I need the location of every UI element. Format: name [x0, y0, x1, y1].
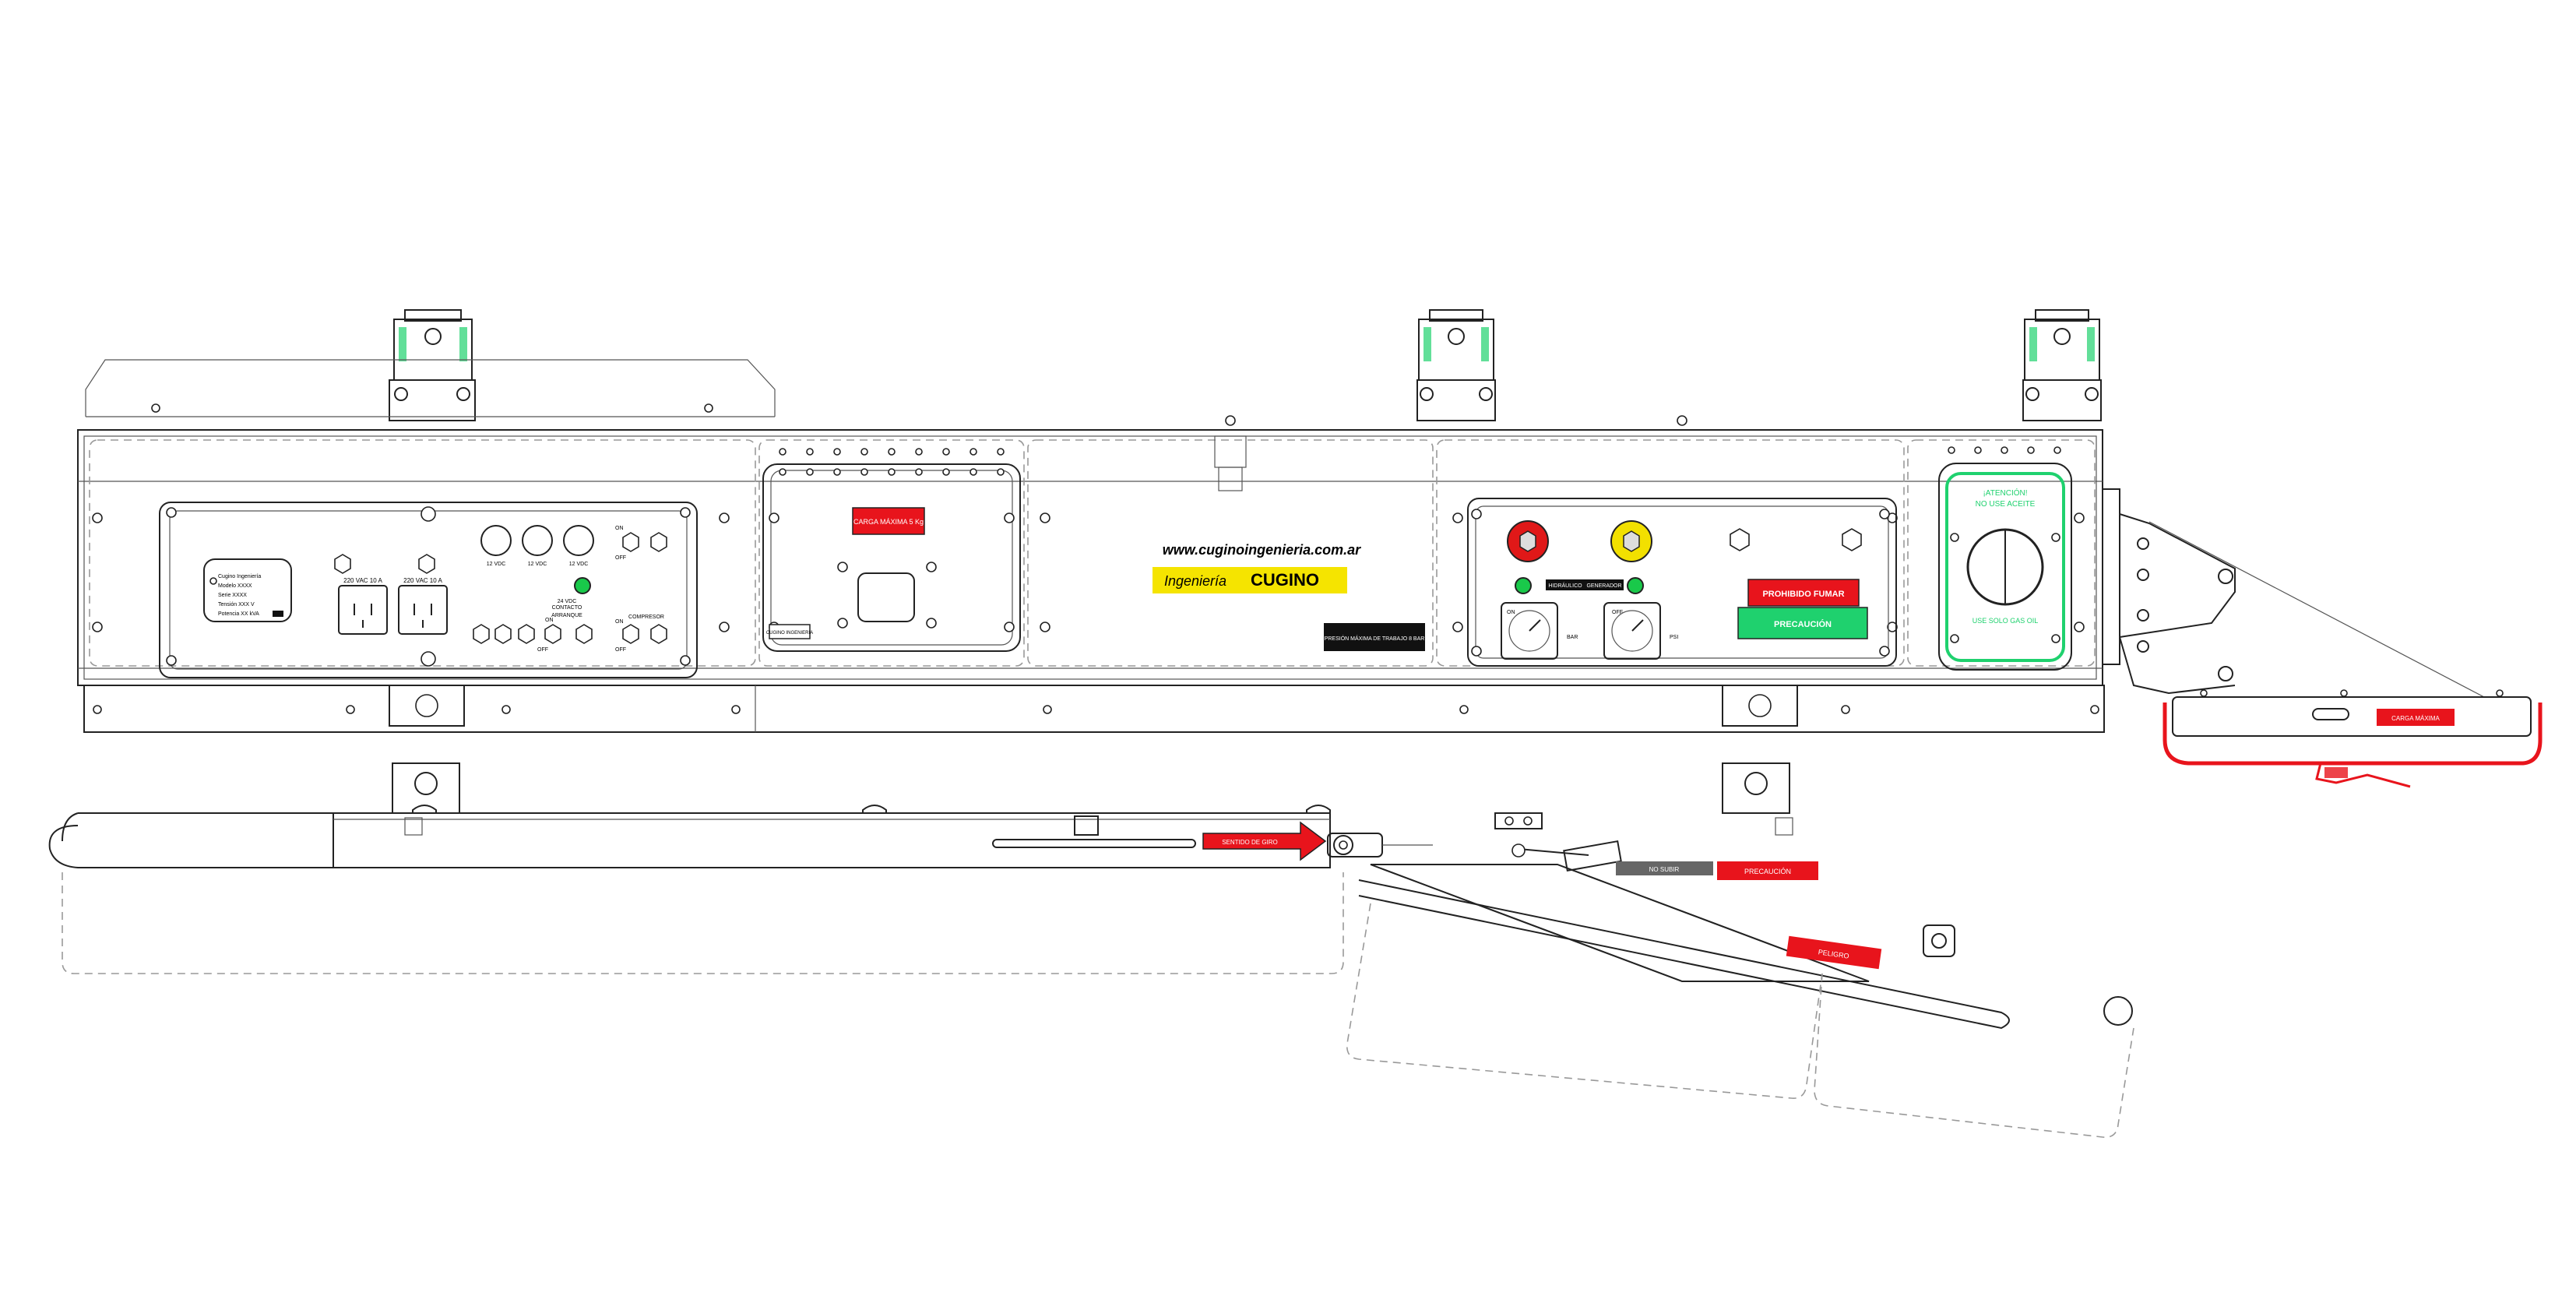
- nameplate-line-3: Serie XXXX: [218, 593, 247, 598]
- switch-label: OFF: [1612, 610, 1623, 615]
- pilot-light-icon: [1627, 577, 1644, 594]
- brand-name: CUGINO: [1251, 570, 1319, 590]
- gauge-label: 12 VDC: [487, 562, 506, 567]
- outlet-socket: 220 VAC 10 A: [398, 577, 448, 635]
- nameplate-line-5: Potencia XX kVA: [218, 611, 259, 617]
- max-load-label: [852, 507, 925, 535]
- caution-text: PRECAUCIÓN: [1774, 619, 1832, 629]
- switch-label: CONTACTO: [552, 605, 582, 611]
- pressure-plate-text: PRESIÓN MÁXIMA DE TRABAJO 8 BAR: [1325, 635, 1425, 642]
- switch-label: ARRANQUE: [551, 613, 582, 618]
- outlet-label: 220 VAC 10 A: [403, 577, 442, 584]
- top-clamp-center: [1416, 309, 1496, 421]
- ramp-grey-text: NO SUBIR: [1649, 866, 1680, 873]
- yellow-push-button[interactable]: [1610, 520, 1652, 562]
- gauge-unit: PSI: [1670, 635, 1678, 640]
- rotation-label: SENTIDO DE GIRO: [1222, 839, 1278, 846]
- gauge-label: 12 VDC: [569, 562, 589, 567]
- no-smoking-text: PROHIBIDO FUMAR: [1762, 590, 1844, 599]
- bolt-row-top: [1948, 446, 2061, 454]
- bracket-max-load: CARGA MÁXIMA: [2391, 715, 2440, 722]
- center-inspection-panel: CARGA MÁXIMA 5 Kg CUGINO INGENIERIA: [762, 448, 1021, 652]
- ramp-grey-label: [1616, 861, 1713, 875]
- brand-banner: [1153, 567, 1347, 593]
- bolt-row-top: [779, 448, 1005, 476]
- toggle-switch[interactable]: [622, 532, 639, 552]
- nameplate-line-4: Tensión XXX V: [218, 602, 255, 607]
- pressure-gauge: PSI: [1603, 602, 1678, 660]
- max-load-bracket: CARGA MÁXIMA: [2163, 689, 2543, 788]
- gauge-unit: BAR: [1567, 635, 1578, 640]
- max-load-text: CARGA MÁXIMA 5 Kg: [853, 518, 924, 526]
- fuel-warning-line: NO USE ACEITE: [1976, 500, 2036, 509]
- fuel-filler-panel: ¡ATENCIÓN! NO USE ACEITE USE SOLO GAS OI…: [1938, 446, 2072, 671]
- switch-label: OFF: [537, 647, 548, 653]
- selector-label: HIDRÁULICO: [1548, 582, 1582, 589]
- ghost-outline-left: [62, 872, 1344, 974]
- nameplate: [203, 558, 292, 622]
- top-clamp-left: [389, 309, 476, 421]
- switch-label: ON: [615, 619, 624, 625]
- brand-website: www.cuginoingenieria.com.ar: [1163, 542, 1361, 558]
- ramp-warning-label: [1717, 861, 1818, 880]
- pressure-plate: [1324, 623, 1425, 651]
- middle-bay: www.cuginoingenieria.com.ar CUGINO Ingen…: [1153, 435, 1425, 651]
- brand-script: Ingeniería: [1164, 573, 1226, 589]
- caution-label: [1737, 607, 1868, 639]
- switch-label: ON: [1507, 610, 1515, 615]
- switch-row: [473, 624, 667, 644]
- outlet-socket: 220 VAC 10 A: [338, 577, 388, 635]
- fuel-warning-line: ¡ATENCIÓN!: [1983, 488, 2027, 498]
- switch-label: 24 VDC: [558, 599, 577, 604]
- fuel-warning-line: USE SOLO GAS OIL: [1972, 617, 2039, 625]
- emergency-stop-button[interactable]: [1507, 520, 1549, 562]
- pressure-gauge: BAR: [1501, 602, 1578, 660]
- switch-label: ON: [615, 526, 624, 531]
- side-arm: [2102, 488, 2485, 698]
- nameplate-line-1: Cugino Ingeniería: [218, 574, 261, 579]
- ramp-red-tag: [1786, 935, 1882, 970]
- pilot-light-icon: [1515, 577, 1532, 594]
- small-plate: [769, 624, 811, 639]
- switch-label: ON: [545, 618, 554, 623]
- main-body: [77, 403, 2105, 733]
- switch-label: COMPRESOR: [628, 615, 664, 620]
- top-clamp-right: [2022, 309, 2102, 421]
- selector-label: GENERADOR: [1586, 583, 1621, 589]
- switch-label: OFF: [615, 555, 626, 561]
- ghost-outline-right: [1346, 903, 2134, 1138]
- pilot-light-icon: [574, 577, 591, 594]
- right-control-panel: HIDRÁULICO GENERADOR BAR PSI PROHIBIDO F…: [1467, 498, 1897, 667]
- ramp-warning-text: PRECAUCIÓN: [1744, 868, 1791, 875]
- lower-tube: SENTIDO DE GIRO NO SUBIR PRECAUCIÓN PELI…: [48, 762, 2133, 1030]
- nameplate-line-2: Modelo XXXX: [218, 583, 252, 589]
- rotation-arrow: SENTIDO DE GIRO: [1202, 821, 1327, 861]
- outlet-label: 220 VAC 10 A: [343, 577, 382, 584]
- switch-label: OFF: [615, 647, 626, 653]
- gauge-label: 12 VDC: [528, 562, 547, 567]
- toggle-switch[interactable]: [650, 532, 667, 552]
- no-smoking-label: [1747, 579, 1860, 607]
- left-electrical-panel: Cugino Ingeniería Modelo XXXX Serie XXXX…: [159, 502, 698, 678]
- top-lid: [85, 359, 776, 417]
- small-plate-text: CUGINO INGENIERIA: [766, 631, 813, 636]
